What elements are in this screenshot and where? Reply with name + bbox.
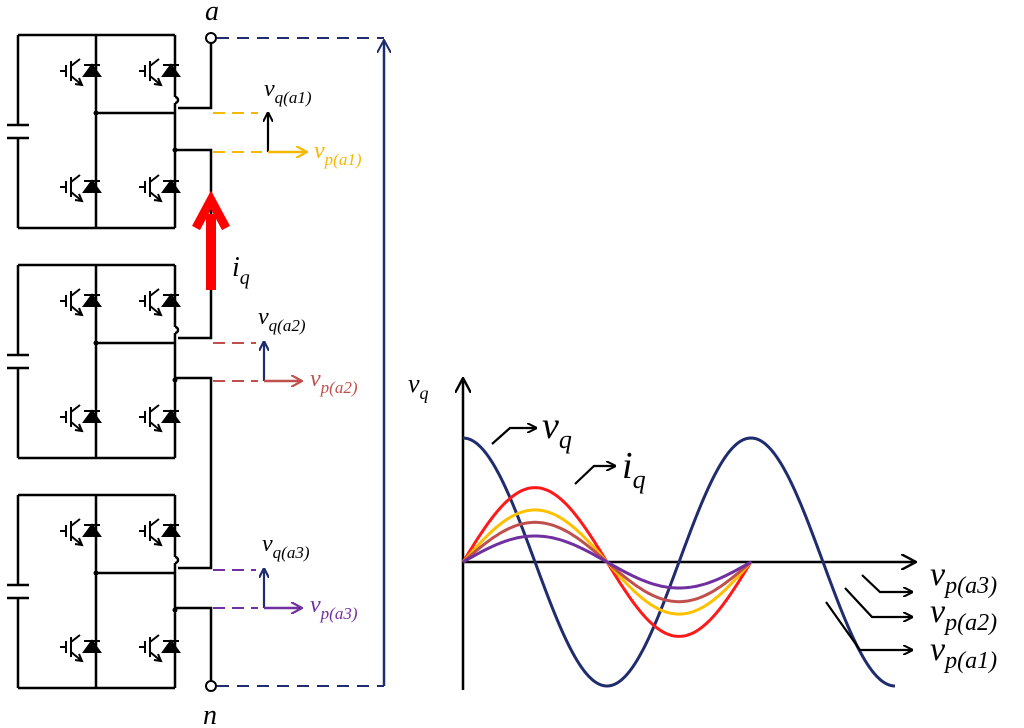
terminal-n — [205, 680, 217, 692]
vp-a2-label: vp(a2) — [310, 366, 358, 397]
igbt-c1-s2 — [139, 58, 181, 87]
legend-vp-a3-leader — [861, 574, 912, 592]
igbt-c2-s1 — [60, 288, 102, 317]
terminal-a-label: a — [205, 0, 219, 27]
hbridge-cell-1 — [7, 33, 181, 230]
terminal-a — [205, 32, 217, 44]
curve-vq — [462, 436, 896, 688]
igbt-c3-s1 — [60, 518, 102, 547]
hbridge-cell-3 — [7, 493, 181, 690]
wire-cell2-out — [175, 376, 213, 570]
vq-a2-label: vq(a2) — [258, 304, 306, 335]
hbridge-cell-2 — [7, 263, 181, 460]
hbridge-cells — [7, 33, 181, 690]
vq-a3-label: vq(a3) — [262, 531, 310, 562]
wire-cell2-in — [178, 290, 213, 340]
output-wiring — [175, 38, 213, 686]
vp-a1-label: vp(a1) — [314, 138, 362, 169]
plot-y-axis-label: vq — [408, 369, 429, 403]
igbt-c3-s3 — [60, 634, 102, 663]
current-label: iq — [232, 252, 250, 289]
cell-voltage-vectors: vq(a1) vp(a1) vq(a2) vp(a2) vq(a3) vp(a3… — [213, 76, 362, 623]
waveform-plot: vq vq iq vp(a3) vp(a2) vp(a1) — [408, 369, 997, 690]
vp-a3-label: vp(a3) — [310, 592, 358, 623]
wire-a — [178, 38, 213, 110]
plot-curves — [461, 436, 896, 688]
legend-vp-a1-leader — [825, 601, 912, 650]
igbt-c3-s2 — [139, 518, 181, 547]
wire-cell1-out — [175, 148, 213, 290]
igbt-c3-s4 — [139, 634, 181, 663]
igbt-c1-s3 — [60, 174, 102, 203]
legend-vq-label: vq — [542, 405, 572, 454]
vq-a1-label: vq(a1) — [264, 76, 312, 107]
legend-vp-a2-leader — [844, 587, 912, 617]
igbt-c2-s3 — [60, 404, 102, 433]
legend-vp-a1-label: vp(a1) — [930, 631, 997, 674]
terminal-n-label: n — [203, 700, 217, 728]
igbt-c2-s4 — [139, 404, 181, 433]
legend-vp-a3-label: vp(a3) — [930, 556, 997, 599]
igbt-c1-s1 — [60, 58, 102, 87]
legend-iq-label: iq — [622, 445, 646, 494]
legend-vp-a2-label: vp(a2) — [930, 593, 997, 636]
curve-vp_a3 — [462, 534, 752, 590]
igbt-c1-s4 — [139, 174, 181, 203]
igbt-c2-s2 — [139, 288, 181, 317]
legend-iq-leader — [574, 466, 615, 485]
current-arrow — [192, 190, 230, 290]
wire-n — [175, 606, 213, 686]
legend-vq-leader — [491, 428, 536, 445]
